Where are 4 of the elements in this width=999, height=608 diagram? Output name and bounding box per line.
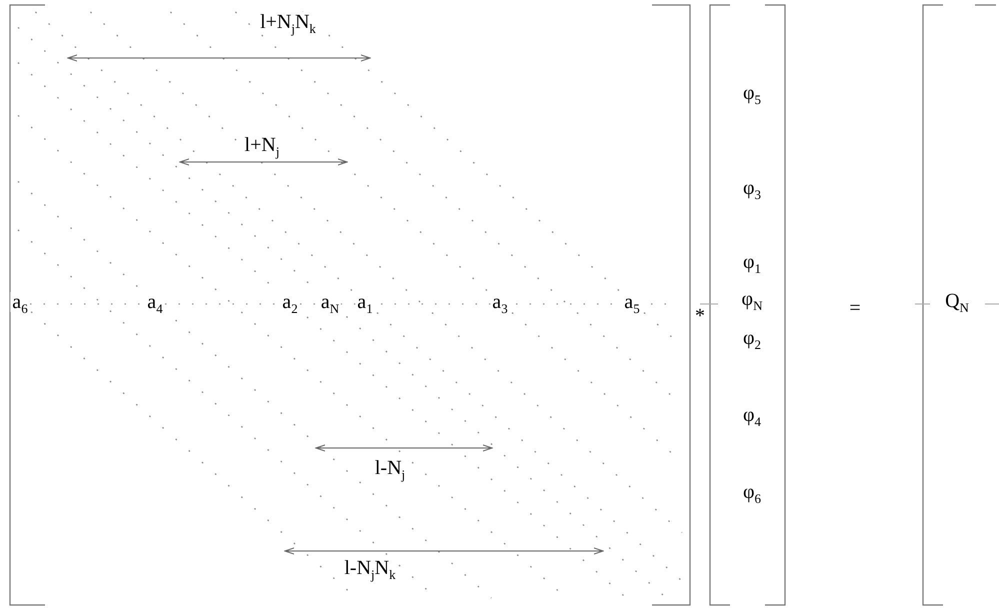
matrix-entry: a$_{N}$ (318, 292, 342, 312)
vector-entry: Q$_{N}$ (943, 291, 971, 311)
matrix-entry: a$_{2}$ (280, 292, 300, 312)
matrix-entry: a$_{6}$ (10, 292, 30, 312)
